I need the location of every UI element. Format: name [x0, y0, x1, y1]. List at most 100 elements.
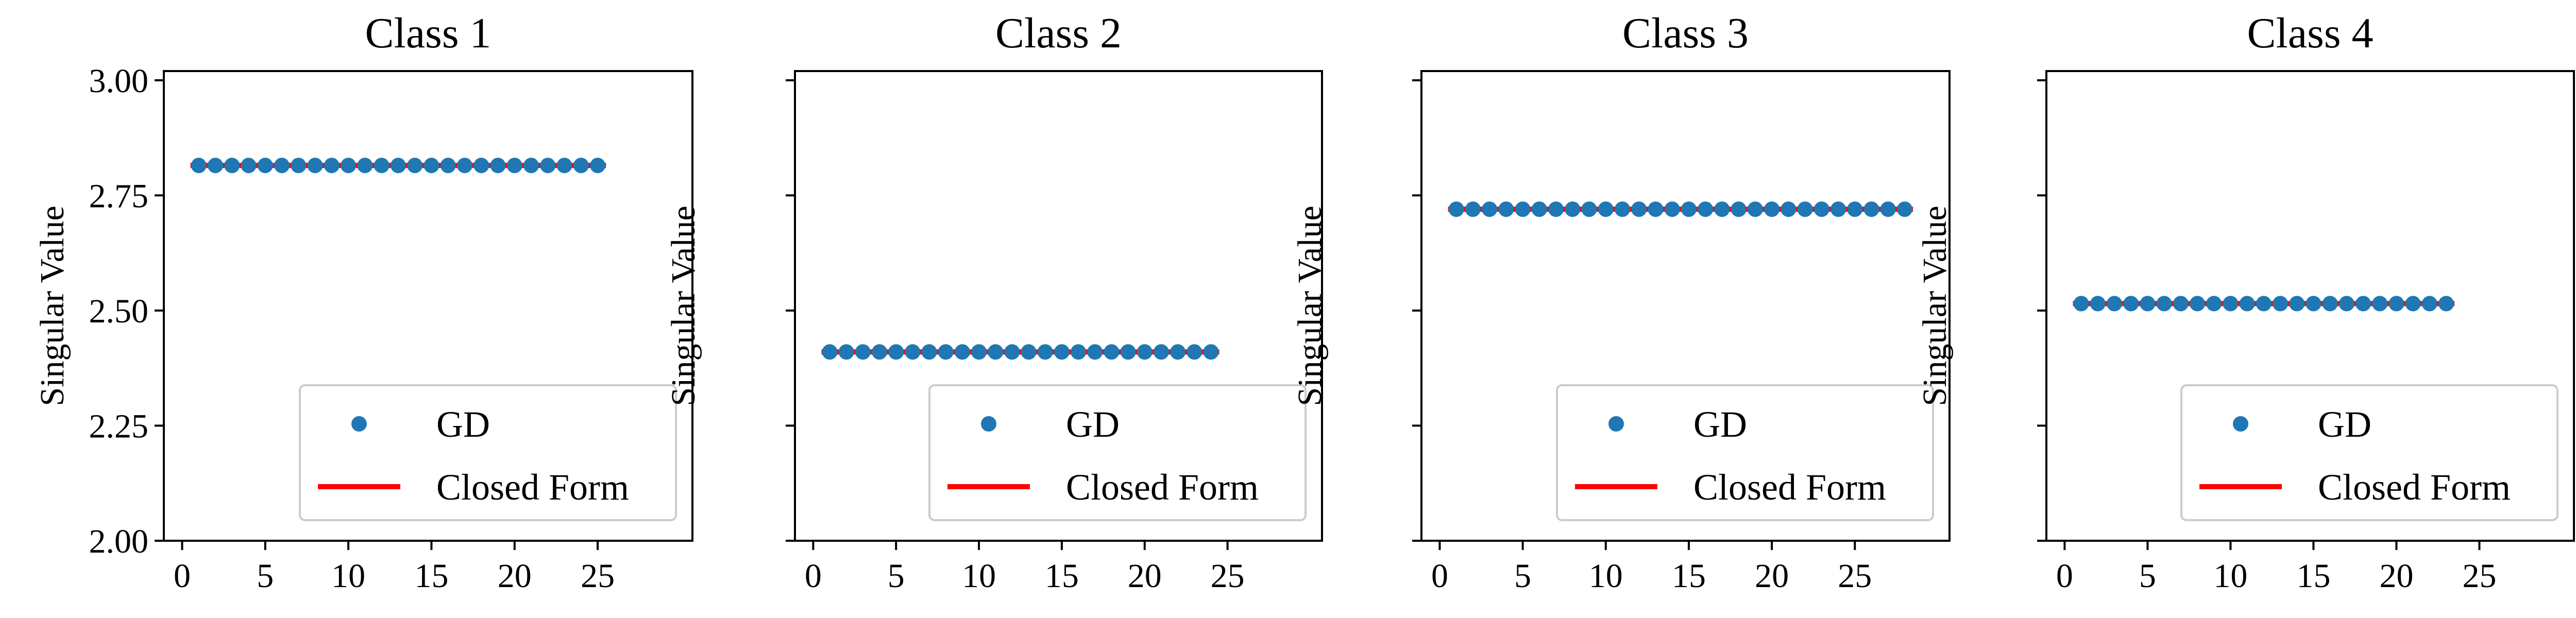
- gd-point: [374, 158, 389, 174]
- gd-point: [1631, 201, 1647, 217]
- gd-point: [1465, 201, 1481, 217]
- chart-title: Class 2: [995, 9, 1122, 57]
- gd-point: [1104, 344, 1120, 360]
- gd-point: [191, 158, 207, 174]
- x-tick-label: 25: [1211, 557, 1245, 595]
- gd-point: [556, 158, 572, 174]
- gd-point: [2173, 296, 2189, 312]
- legend-label: Closed Form: [2318, 467, 2511, 508]
- gd-point: [2438, 296, 2454, 312]
- axes-frame: [163, 70, 693, 542]
- gd-point: [2073, 296, 2089, 312]
- gd-point: [506, 158, 522, 174]
- gd-point: [2206, 296, 2222, 312]
- gd-point: [357, 158, 373, 174]
- x-tick-label: 5: [2139, 557, 2156, 595]
- gd-point: [1664, 201, 1680, 217]
- gd-point: [523, 158, 539, 174]
- gd-point: [1880, 201, 1896, 217]
- y-axis-label: Singular Value: [665, 205, 702, 406]
- gd-point: [905, 344, 921, 360]
- gd-point: [954, 344, 970, 360]
- gd-point: [1764, 201, 1780, 217]
- legend: GD Closed Form: [299, 384, 677, 521]
- x-tick-label: 20: [2379, 557, 2413, 595]
- x-tick-label: 15: [414, 557, 448, 595]
- gd-point: [838, 344, 854, 360]
- gd-point: [423, 158, 439, 174]
- y-tick-label: 2.25: [89, 407, 149, 445]
- gd-point: [1896, 201, 1912, 217]
- gd-point: [1747, 201, 1763, 217]
- gd-point: [2123, 296, 2139, 312]
- gd-point: [1863, 201, 1879, 217]
- x-tick-label: 0: [805, 557, 822, 595]
- gd-point: [274, 158, 290, 174]
- x-tick-label: 0: [174, 557, 191, 595]
- y-axis-label: Singular Value: [1916, 205, 1954, 406]
- gd-point: [324, 158, 340, 174]
- legend-label: Closed Form: [436, 467, 629, 508]
- y-tick-label: 2.00: [89, 523, 149, 560]
- gd-point: [291, 158, 307, 174]
- gd-point: [1515, 201, 1531, 217]
- y-axis-label: Singular Value: [1291, 205, 1329, 406]
- gd-point: [456, 158, 472, 174]
- x-tick-label: 10: [1589, 557, 1623, 595]
- x-tick-label: 0: [1431, 557, 1448, 595]
- gd-point: [2140, 296, 2156, 312]
- y-tick-label: 3.00: [89, 62, 149, 100]
- gd-point: [573, 158, 589, 174]
- x-tick-label: 20: [1755, 557, 1789, 595]
- gd-point: [888, 344, 904, 360]
- gd-point: [473, 158, 489, 174]
- gd-point: [1448, 201, 1464, 217]
- gd-point: [307, 158, 323, 174]
- gd-point: [1071, 344, 1087, 360]
- gd-point: [1814, 201, 1829, 217]
- gd-point: [590, 158, 606, 174]
- gd-point: [988, 344, 1004, 360]
- gd-point: [2239, 296, 2255, 312]
- gd-point: [208, 158, 224, 174]
- axes-frame: [1420, 70, 1951, 542]
- gd-point: [2090, 296, 2106, 312]
- gd-point: [1170, 344, 1186, 360]
- gd-point: [2190, 296, 2206, 312]
- gd-point: [1021, 344, 1037, 360]
- legend-gd-marker: [2233, 416, 2248, 432]
- gd-point: [1731, 201, 1747, 217]
- gd-point: [1498, 201, 1514, 217]
- gd-point: [224, 158, 240, 174]
- x-tick-label: 10: [331, 557, 365, 595]
- axes-frame: [794, 70, 1323, 542]
- x-tick-label: 20: [1128, 557, 1162, 595]
- gd-point: [257, 158, 273, 174]
- gd-point: [1781, 201, 1797, 217]
- gd-point: [2289, 296, 2305, 312]
- gd-point: [2256, 296, 2272, 312]
- legend-label: GD: [436, 404, 490, 445]
- gd-point: [1797, 201, 1813, 217]
- gd-point: [490, 158, 506, 174]
- gd-point: [1087, 344, 1103, 360]
- gd-point: [1137, 344, 1153, 360]
- gd-point: [2372, 296, 2388, 312]
- legend-label: Closed Form: [1066, 467, 1259, 508]
- x-tick-label: 25: [2462, 557, 2496, 595]
- gd-point: [1648, 201, 1664, 217]
- gd-point: [938, 344, 954, 360]
- gd-point: [2223, 296, 2239, 312]
- x-tick-label: 5: [888, 557, 905, 595]
- x-tick-label: 5: [257, 557, 274, 595]
- legend-gd-marker: [351, 416, 367, 432]
- gd-point: [1203, 344, 1219, 360]
- chart-title: Class 3: [1622, 9, 1749, 57]
- gd-point: [971, 344, 987, 360]
